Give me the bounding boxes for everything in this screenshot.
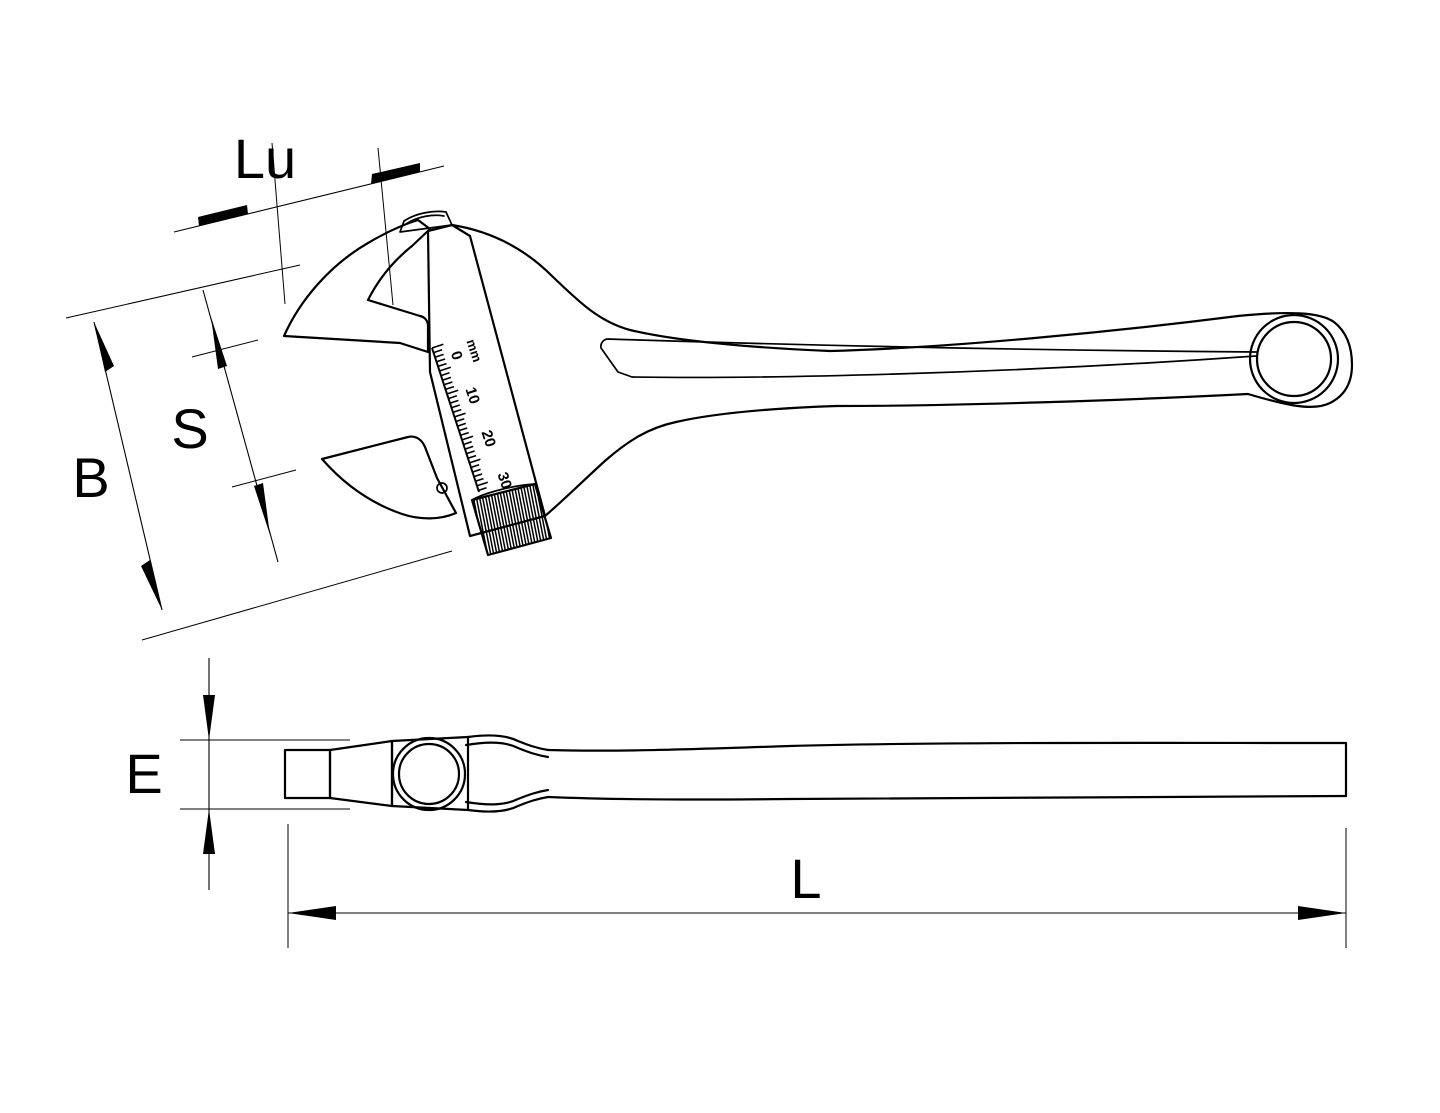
- scale-label-30: 30: [494, 470, 515, 491]
- dimension-E: E: [125, 658, 350, 890]
- side-jaw-taper: [328, 739, 394, 808]
- side-view-group: [283, 734, 1348, 813]
- side-lower-shoulder: [466, 795, 550, 813]
- svg-text:0: 0: [447, 349, 466, 362]
- dimension-label-B: B: [72, 446, 109, 509]
- side-fixed-jaw-edge: [283, 748, 332, 800]
- dimension-label-Lu: Lu: [234, 127, 296, 190]
- L-arrow-left: [288, 906, 336, 920]
- scale-baseline: [431, 347, 480, 493]
- handle-lower-edge: [834, 392, 1250, 408]
- side-lower-shoulder-accent: [464, 788, 550, 806]
- E-arrow-bottom: [203, 809, 215, 854]
- handle-ring-end: [1236, 311, 1354, 409]
- side-upper-shoulder: [466, 734, 550, 752]
- Lu-arrow-right: [371, 163, 420, 184]
- side-handle-upper-edge: [546, 741, 1348, 752]
- S-arrow-top: [211, 317, 227, 369]
- L-arrow-right: [1298, 906, 1346, 920]
- knurl-body-outline: [470, 482, 553, 557]
- handle-upper-edge: [828, 314, 1240, 353]
- knurl-top-edge: [471, 483, 536, 501]
- scale-label-0: 0: [447, 349, 466, 362]
- svg-text:30: 30: [494, 470, 515, 491]
- Lu-arrow-left: [198, 205, 248, 226]
- Lu-ext-line-left: [271, 142, 286, 305]
- scale-minor-ticks: [431, 343, 489, 492]
- head-lower-contour: [543, 404, 838, 518]
- side-handle-lower-edge: [546, 794, 1348, 801]
- svg-text:10: 10: [462, 385, 483, 406]
- side-worm-circle-inner: [397, 742, 461, 806]
- fixed-jaw-outline: [282, 218, 432, 354]
- E-arrow-top: [203, 695, 215, 740]
- scale-index-marker: [436, 482, 448, 494]
- side-view-dimensions: E L: [125, 658, 1347, 948]
- svg-text:20: 20: [478, 428, 499, 449]
- dimension-label-S: S: [171, 397, 208, 460]
- side-worm-circle-outer: [391, 736, 467, 812]
- worm-screw-knurled-wheel: [470, 482, 553, 557]
- S-ext-line-top: [191, 339, 259, 358]
- S-ext-line-bottom: [231, 469, 297, 488]
- dimension-Lu: Lu: [173, 127, 445, 306]
- slide-bar-lip-inner: [405, 214, 445, 225]
- scale-label-10: 10: [462, 385, 483, 406]
- head-upper-contour: [450, 223, 832, 353]
- S-arrow-bottom: [254, 483, 270, 535]
- dimension-label-L: L: [790, 847, 821, 910]
- B-ext-line-top: [65, 264, 301, 319]
- svg-text:mm: mm: [464, 337, 485, 364]
- dimension-label-E: E: [125, 742, 162, 805]
- dimension-L: L: [287, 824, 1347, 948]
- front-view-dimensions: Lu B S: [65, 127, 453, 641]
- handle-groove: [600, 338, 1259, 379]
- slide-bar-lip: [399, 210, 453, 233]
- hanging-hole-outer: [1248, 313, 1340, 405]
- front-view-group: 0 mm 10 20 30: [282, 210, 1354, 557]
- B-ext-line-bottom: [141, 550, 453, 641]
- dimension-B: B: [65, 264, 453, 641]
- scale-label-20: 20: [478, 428, 499, 449]
- side-upper-shoulder-accent: [464, 741, 550, 759]
- B-arrow-bottom: [141, 560, 162, 610]
- sliding-jaw-outline: [320, 435, 458, 520]
- B-arrow-top: [94, 322, 114, 372]
- scale-label-mm: mm: [464, 337, 485, 364]
- hanging-hole-inner: [1255, 320, 1333, 398]
- dimension-S: S: [171, 289, 297, 563]
